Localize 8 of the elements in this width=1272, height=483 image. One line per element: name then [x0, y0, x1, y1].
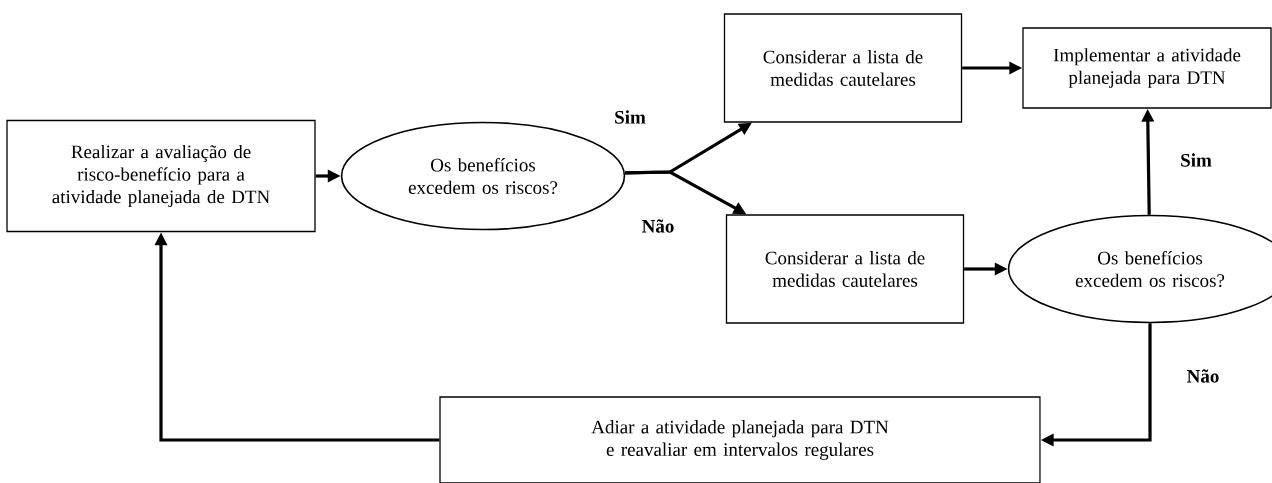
edge-label: Não: [1185, 368, 1221, 384]
edge-label: Não: [640, 218, 676, 234]
process-box: Realizar a avaliação de risco-benefício para a atividade planejada de DTN: [6, 119, 316, 233]
process-box: Considerar a lista de medidas cautelares: [723, 13, 963, 123]
process-box: Adiar a atividade planejada para DTN e reavaliar em intervalos regulares: [439, 396, 1041, 483]
process-box: Implementar a atividade planejada para DTN: [1022, 27, 1272, 109]
edge-label: Sim: [1179, 152, 1213, 168]
process-box: Considerar a lista de medidas cautelares: [725, 214, 965, 324]
